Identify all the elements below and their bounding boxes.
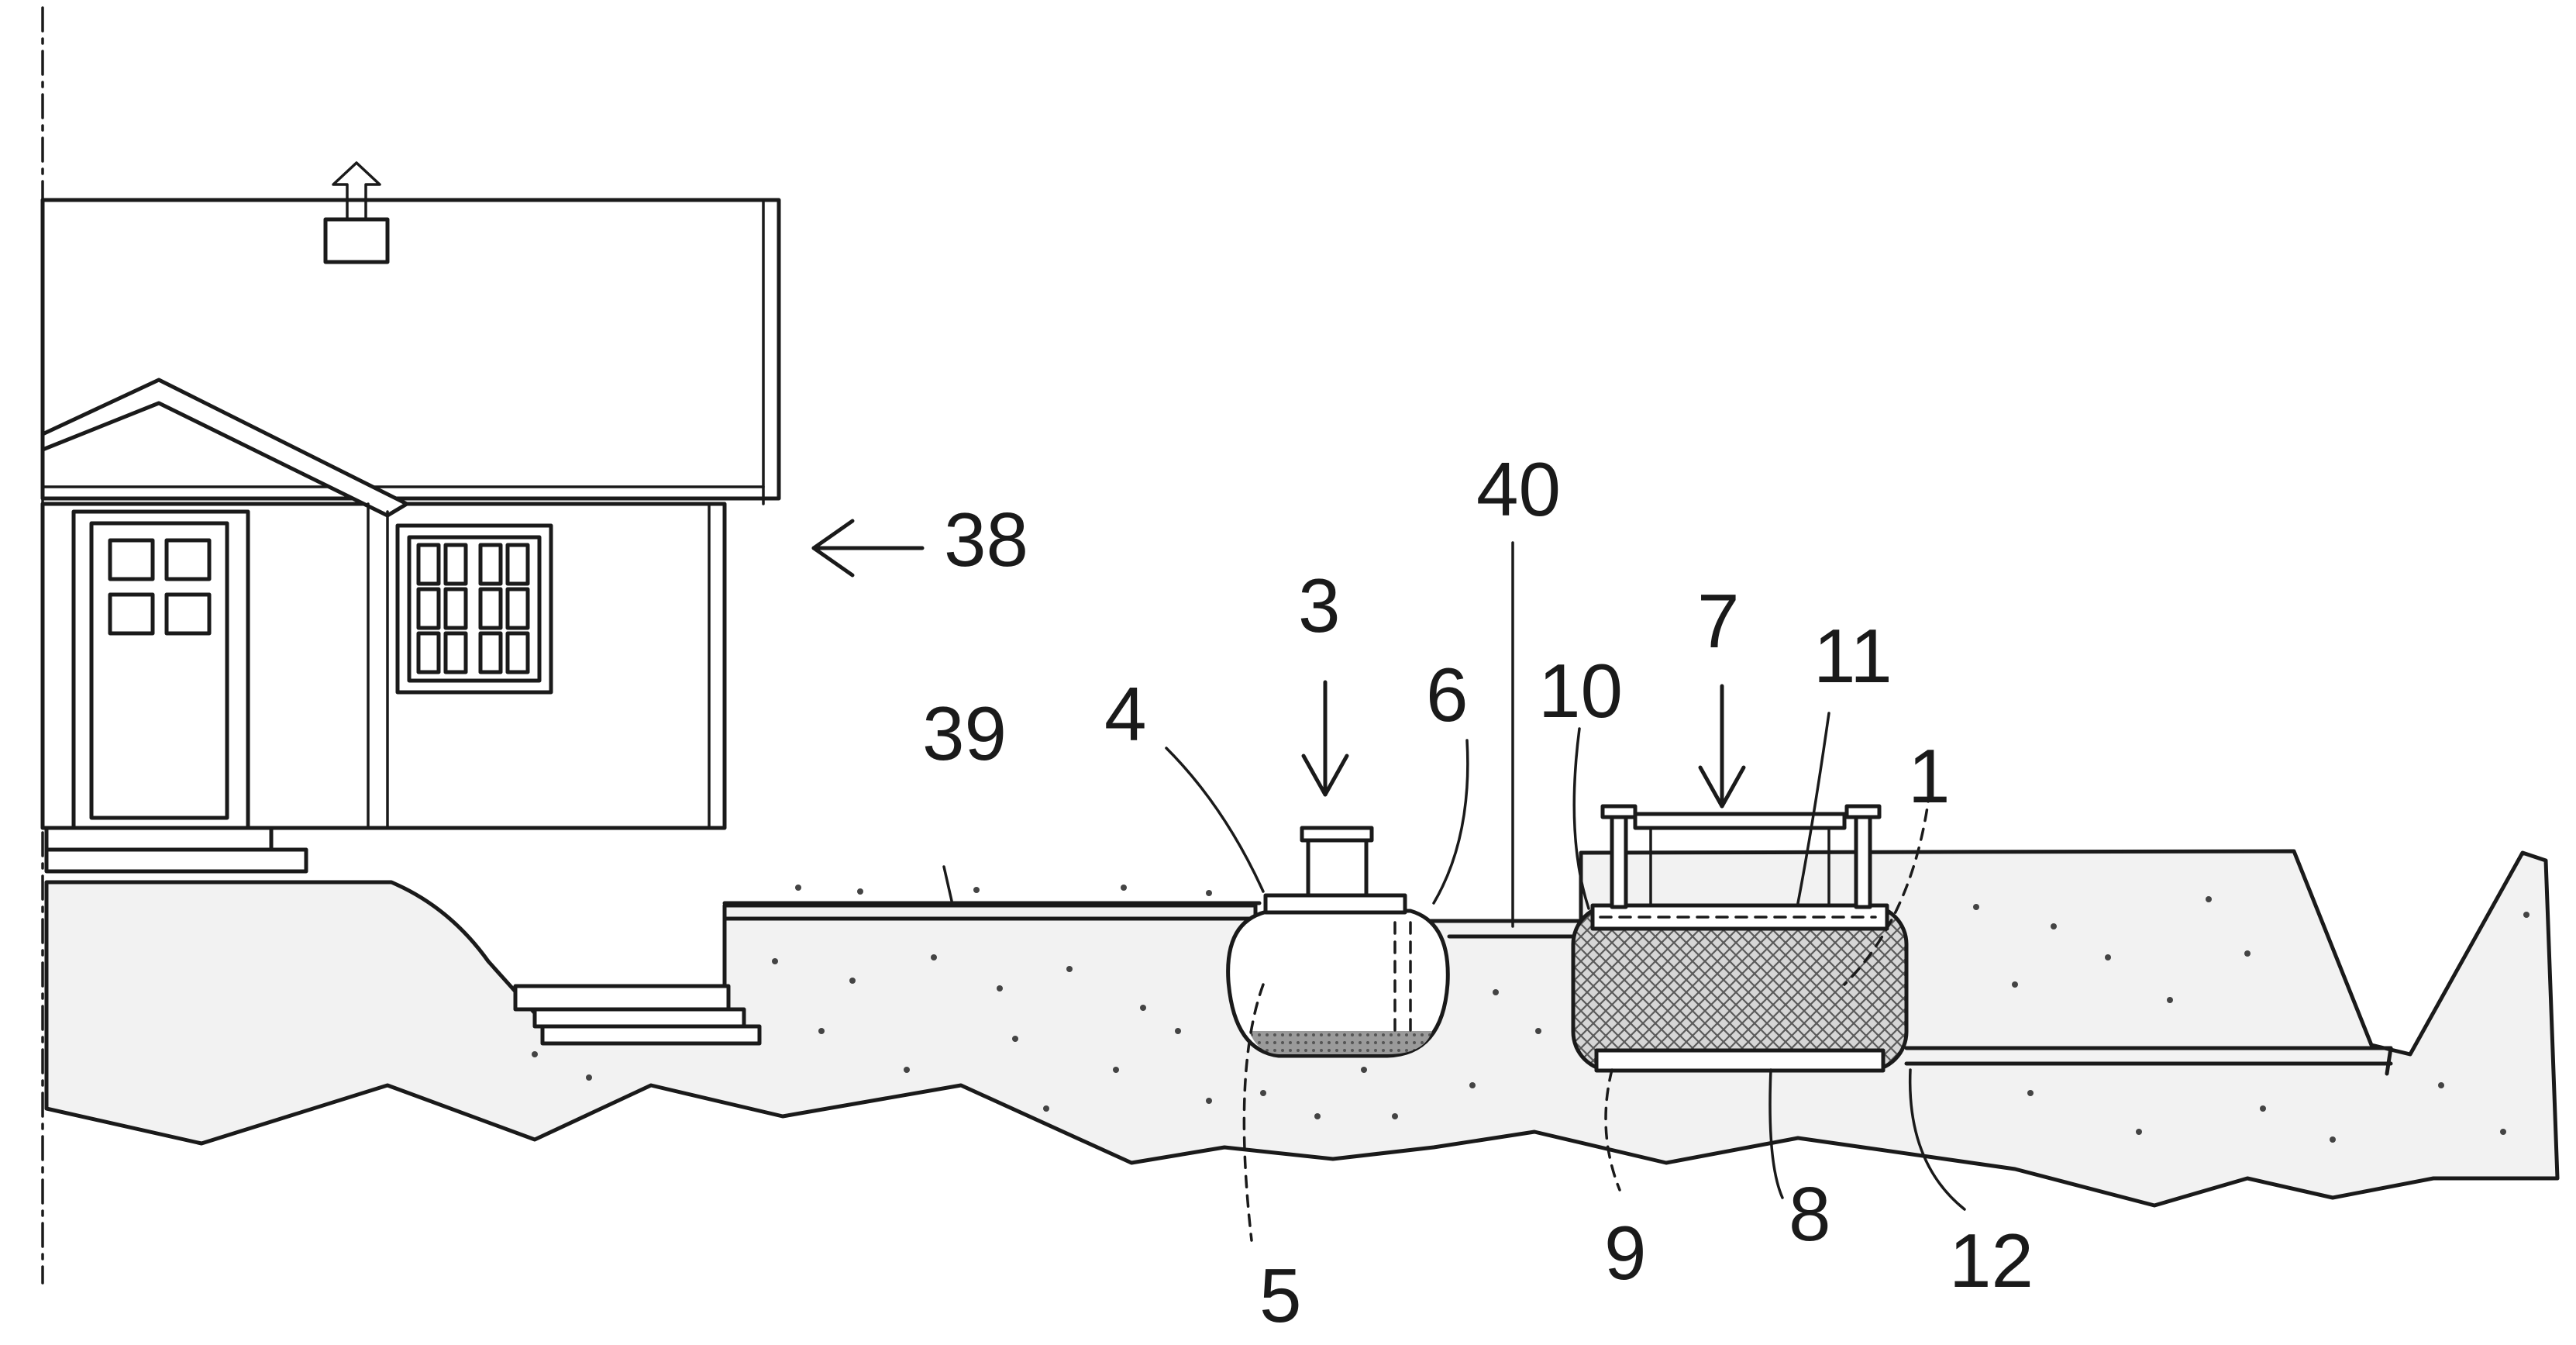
- soil-speckle: [2136, 1129, 2142, 1135]
- ref-label-1: 1: [1908, 733, 1951, 819]
- window-pane: [443, 543, 468, 586]
- soil-speckle: [2260, 1105, 2266, 1112]
- soil-speckle: [2051, 923, 2057, 929]
- ref-label-38: 38: [944, 497, 1028, 582]
- window-pane: [478, 543, 503, 586]
- house: [40, 161, 781, 1046]
- inlet-riser: [1306, 835, 1369, 898]
- house-arrow-icon: [811, 519, 925, 578]
- soil-speckle: [1140, 1005, 1146, 1011]
- window-pane: [416, 543, 441, 586]
- ref-label-12: 12: [1949, 1218, 2034, 1303]
- inlet-arrow-icon: [1301, 680, 1349, 797]
- window-pane: [478, 631, 503, 674]
- soil-speckle: [2523, 912, 2530, 918]
- ref-label-9: 9: [1604, 1210, 1647, 1295]
- soil-speckle: [2167, 997, 2173, 1003]
- septic-tank-body: [1226, 909, 1450, 1058]
- soil-speckle: [1113, 1067, 1119, 1073]
- filter-base: [1594, 1048, 1886, 1073]
- window-pane: [443, 631, 468, 674]
- septic-tank: [1226, 826, 1450, 1058]
- soil-speckle: [2206, 896, 2212, 902]
- filter-arrow-icon: [1698, 684, 1746, 809]
- soil-speckle: [1066, 966, 1073, 972]
- door-window-panes: [108, 538, 212, 636]
- soil-speckle: [1314, 1113, 1321, 1119]
- soil-speckle: [857, 888, 863, 895]
- ref-label-5: 5: [1259, 1253, 1302, 1338]
- ref-label-4: 4: [1104, 671, 1147, 757]
- tank-top-plate: [1263, 893, 1407, 915]
- soil-speckles: [532, 885, 2530, 1143]
- soil-speckle: [931, 954, 937, 960]
- soil-speckle: [2500, 1129, 2506, 1135]
- ref-label-8: 8: [1789, 1171, 1831, 1257]
- ref-label-6: 6: [1426, 652, 1469, 737]
- ref-label-11: 11: [1813, 613, 1892, 698]
- window-pane: [478, 587, 503, 630]
- soil-speckle: [586, 1074, 592, 1081]
- soil-speckle: [973, 887, 980, 893]
- soil-speckle: [2438, 1082, 2444, 1088]
- filter-unit: [1571, 804, 1909, 1073]
- soil-speckle: [1206, 1098, 1212, 1104]
- filter-lid: [1633, 812, 1847, 830]
- soil-speckle: [1535, 1028, 1541, 1034]
- roof-vent-arrow-icon: [332, 161, 381, 221]
- front-step: [44, 826, 274, 852]
- ref-label-3: 3: [1298, 563, 1341, 648]
- soil-speckle: [1260, 1090, 1266, 1096]
- ref-label-39: 39: [922, 691, 1007, 776]
- window-panes: [416, 543, 530, 674]
- window-pane: [416, 587, 441, 630]
- soil-speckle: [997, 985, 1003, 992]
- window-pane: [505, 587, 530, 630]
- window-pane: [505, 631, 530, 674]
- soil-speckle: [1175, 1028, 1181, 1034]
- outlet-pipe: [1904, 1046, 2393, 1076]
- connecting-pipe: [1447, 541, 1583, 939]
- window-pane: [416, 631, 441, 674]
- soil-speckle: [1361, 1067, 1367, 1073]
- ground-pipe: [722, 901, 1262, 921]
- leader-lines: [942, 712, 1966, 1242]
- ref-label-40: 40: [1476, 447, 1561, 532]
- soil-speckle: [1392, 1113, 1398, 1119]
- soil-speckle: [2027, 1090, 2034, 1096]
- ref-label-10: 10: [1538, 648, 1623, 733]
- soil-speckle: [1973, 904, 1979, 910]
- ref-label-7: 7: [1697, 578, 1740, 664]
- soil-speckle: [818, 1028, 825, 1034]
- sediment-layer: [1249, 1031, 1432, 1054]
- soil-speckle: [1493, 989, 1499, 995]
- soil-speckle: [1469, 1082, 1476, 1088]
- roof-vent: [323, 217, 390, 264]
- basement-step: [513, 984, 731, 1012]
- soil-speckle: [532, 1051, 538, 1057]
- window-pane: [505, 543, 530, 586]
- soil-speckle: [904, 1067, 910, 1073]
- soil-speckle: [1043, 1105, 1049, 1112]
- soil-speckle: [1206, 890, 1212, 896]
- soil-speckle: [1121, 885, 1127, 891]
- soil-speckle: [2012, 981, 2018, 988]
- soil-speckle: [849, 978, 856, 984]
- window-pane: [443, 587, 468, 630]
- house-roof: [40, 198, 781, 501]
- soil-speckle: [2105, 954, 2111, 960]
- soil-speckle: [2330, 1136, 2336, 1143]
- soil-speckle: [2244, 950, 2251, 957]
- soil-speckle: [772, 958, 778, 964]
- soil-speckle: [1012, 1036, 1018, 1042]
- soil-speckle: [795, 885, 801, 891]
